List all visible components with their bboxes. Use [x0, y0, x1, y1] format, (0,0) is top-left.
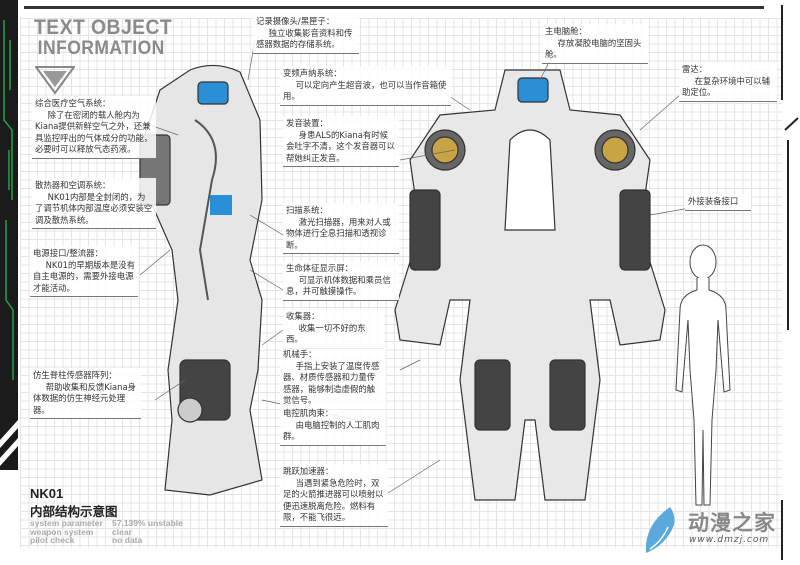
callout-spine-sensor-array: 仿生脊柱传感器阵列： 帮助收集和反馈Kiana身体数据的仿生神经元处理器。 — [30, 368, 141, 419]
callout-voice-device: 发音装置： 身患ALS的Kiana有时候会吐字不清，这个发音器可以帮她纠正发音。 — [283, 116, 399, 167]
callout-body: 帮助收集和反馈Kiana身体数据的仿生神经元处理器。 — [33, 381, 136, 415]
callout-medical-air-system: 综合医疗空气系统： 除了在密闭的载人舱内为Kiana提供新鲜空气之外，还兼具监控… — [32, 96, 156, 159]
callout-heading: 仿生脊柱传感器阵列： — [33, 370, 117, 380]
callout-heading: 外接装备接口 — [688, 196, 739, 206]
callout-heading: 变频声纳系统： — [283, 68, 342, 78]
callout-heading: 收集器： — [286, 311, 320, 321]
callout-black-box: 记录摄像头/黑匣子： 独立收集影音资料和传感器数据的存储系统。 — [253, 14, 359, 54]
callout-heading: 散热器和空调系统： — [35, 180, 111, 190]
wing-logo-icon — [645, 507, 675, 553]
callout-heading: 跳跃加速器： — [283, 466, 334, 476]
status-label: weapon system — [30, 526, 94, 537]
callout-body: 身患ALS的Kiana有时候会吐字不清，这个发音器可以帮她纠正发音。 — [286, 129, 395, 163]
circuit-lines-icon — [0, 20, 18, 466]
triangle-emblem-icon — [35, 66, 75, 94]
callout-muscle-bundle: 电控肌肉束： 由电脑控制的人工肌肉群。 — [280, 406, 386, 446]
status-values: 57.139% unstable clear no data — [112, 519, 183, 545]
callout-body: 独立收集影音资料和传感器数据的存储系统。 — [256, 27, 353, 50]
callout-body: 除了在密闭的载人舱内为Kiana提供新鲜空气之外，还兼具监控呼出的气体成分的功能… — [35, 109, 153, 155]
callout-cooling-system: 散热器和空调系统： NK01内部是全封闭的，为了调节机体内部温度必须安装空调及散… — [32, 178, 156, 229]
right-frame-decoration — [781, 5, 799, 560]
callout-body: 当遇到紧急危险时，双足的火箭推进器可以喷射以便迅速脱离危险。燃料有限，不能飞很远… — [283, 477, 384, 523]
caption-subtitle: 内部结构示意图 — [30, 504, 118, 519]
callout-body: 可显示机体数据和乘员信息，并可触摸操作。 — [286, 274, 391, 297]
front-view-robot — [394, 69, 666, 501]
top-frame-bar — [24, 6, 764, 9]
callout-heading: 综合医疗空气系统： — [35, 98, 111, 108]
status-value: clear — [112, 526, 132, 537]
callout-heading: 记录摄像头/黑匣子： — [256, 16, 335, 26]
title-line-1: TEXT OBJECT — [34, 16, 173, 39]
callout-heading: 发音装置： — [286, 118, 328, 128]
status-label: system parameter — [30, 518, 103, 528]
left-circuit-strip — [0, 0, 18, 470]
callout-scan-system: 扫描系统： 激光扫描器，用来对人或物体进行全息扫描和透视诊断。 — [283, 203, 399, 254]
callout-heading: 机械手： — [283, 349, 317, 359]
callout-body: 由电脑控制的人工肌肉群。 — [283, 419, 380, 442]
callout-vitals-display: 生命体征显示屏： 可显示机体数据和乘员信息，并可触摸操作。 — [283, 261, 399, 301]
callout-body: NK01内部是全封闭的，为了调节机体内部温度必须安装空调及散热系统。 — [35, 191, 153, 225]
diagram-caption: NK01 内部结构示意图 — [30, 486, 118, 520]
human-reference-figure — [675, 244, 731, 506]
callout-body: 可以定向产生超音波，也可以当作音箱使用。 — [283, 79, 447, 102]
model-name: NK01 — [30, 486, 64, 501]
callout-jump-booster: 跳跃加速器： 当遇到紧急危险时，双足的火箭推进器可以喷射以便迅速脱离危险。燃料有… — [280, 464, 388, 527]
status-labels: system parameter weapon system pilot che… — [30, 519, 103, 545]
status-label: pilot check — [30, 535, 75, 545]
callout-equipment-port: 外接装备接口 — [685, 194, 751, 211]
side-view-robot — [139, 64, 263, 496]
callout-power-interface: 电源接口/整流器： NK01的早期版本是没有自主电源的，需要外接电源才能活动。 — [30, 246, 138, 297]
callout-heading: 主电脑舱： — [545, 26, 587, 36]
callout-body: 激光扫描器，用来对人或物体进行全息扫描和透视诊断。 — [286, 216, 391, 250]
callout-body: 存放凝胶电脑的坚固头舱。 — [545, 37, 642, 60]
callout-body: 在复杂环境中可以辅助定位。 — [682, 75, 770, 98]
callout-body: 收集一切不好的东西。 — [286, 322, 366, 345]
watermark-logo: 动漫之家 www.dmzj.com — [640, 505, 775, 559]
callout-heading: 生命体征显示屏： — [286, 263, 353, 273]
callout-main-computer: 主电脑舱： 存放凝胶电脑的坚固头舱。 — [542, 24, 648, 64]
callout-heading: 电控肌肉束： — [283, 408, 334, 418]
callout-heading: 扫描系统： — [286, 205, 328, 215]
callout-body: NK01的早期版本是没有自主电源的，需要外接电源才能活动。 — [33, 259, 136, 293]
status-value: 57.139% unstable — [112, 518, 183, 528]
callout-sonar-system: 变频声纳系统： 可以定向产生超音波，也可以当作音箱使用。 — [280, 66, 451, 106]
callout-heading: 电源接口/整流器： — [33, 248, 103, 258]
title-line-2: INFORMATION — [37, 38, 165, 59]
callout-collector: 收集器： 收集一切不好的东西。 — [283, 309, 384, 349]
callout-body: 手指上安装了温度传感器、材质传感器和力量传感器，能够制造虚假的触觉信号。 — [283, 360, 380, 406]
callout-heading: 雷达： — [682, 64, 708, 74]
callout-mechanical-hand: 机械手： 手指上安装了温度传感器、材质传感器和力量传感器，能够制造虚假的触觉信号… — [280, 347, 386, 410]
watermark-name: 动漫之家 — [688, 511, 776, 535]
status-value: no data — [112, 535, 143, 545]
callout-radar: 雷达： 在复杂环境中可以辅助定位。 — [679, 62, 777, 102]
watermark-url: www.dmzj.com — [689, 535, 770, 545]
page-title: TEXT OBJECT INFORMATION — [34, 17, 172, 59]
